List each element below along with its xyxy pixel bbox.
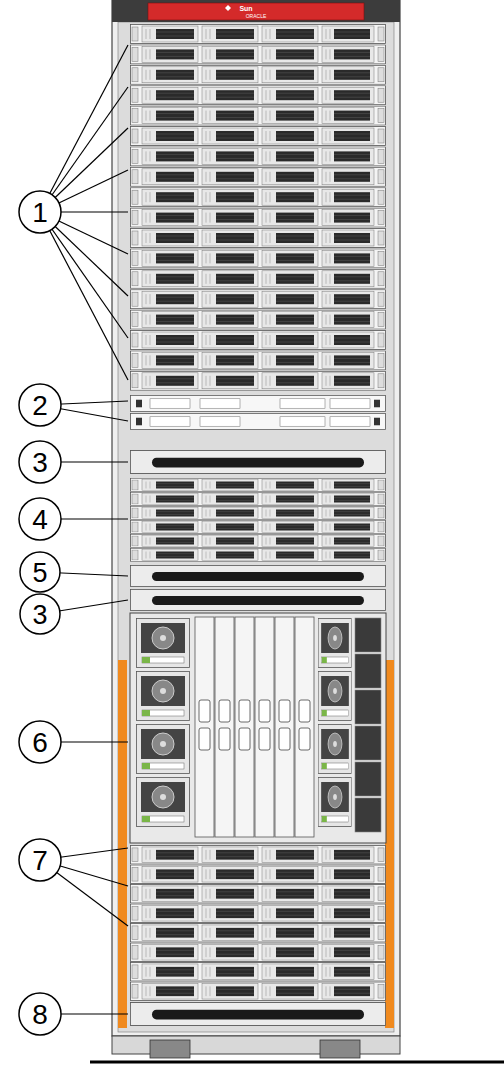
compute-servers xyxy=(131,845,386,1000)
filler-panel xyxy=(131,451,386,474)
callout-number: 7 xyxy=(32,847,48,875)
callout-number: 3 xyxy=(32,602,47,629)
storage-servers xyxy=(131,478,386,561)
compute-servers xyxy=(131,25,386,391)
network-switches xyxy=(131,395,386,429)
callout-number: 2 xyxy=(32,392,48,420)
filler-panel xyxy=(131,1003,386,1026)
blank-panel xyxy=(131,566,386,587)
server-chassis xyxy=(130,613,386,843)
callout-circles xyxy=(19,191,61,1035)
filler-panel xyxy=(131,590,386,611)
callout-number: 5 xyxy=(32,560,47,587)
rack-base xyxy=(90,1036,504,1062)
rack-cabinet xyxy=(112,0,400,1036)
brand-logo: ORACLE xyxy=(246,13,267,18)
callout-number: 8 xyxy=(32,1001,48,1029)
callout-number: 1 xyxy=(32,199,48,227)
callout-number: 4 xyxy=(32,506,48,534)
callout-number: 6 xyxy=(32,729,48,757)
brand-logo: Sun xyxy=(239,5,252,12)
callout-number: 3 xyxy=(32,449,48,477)
